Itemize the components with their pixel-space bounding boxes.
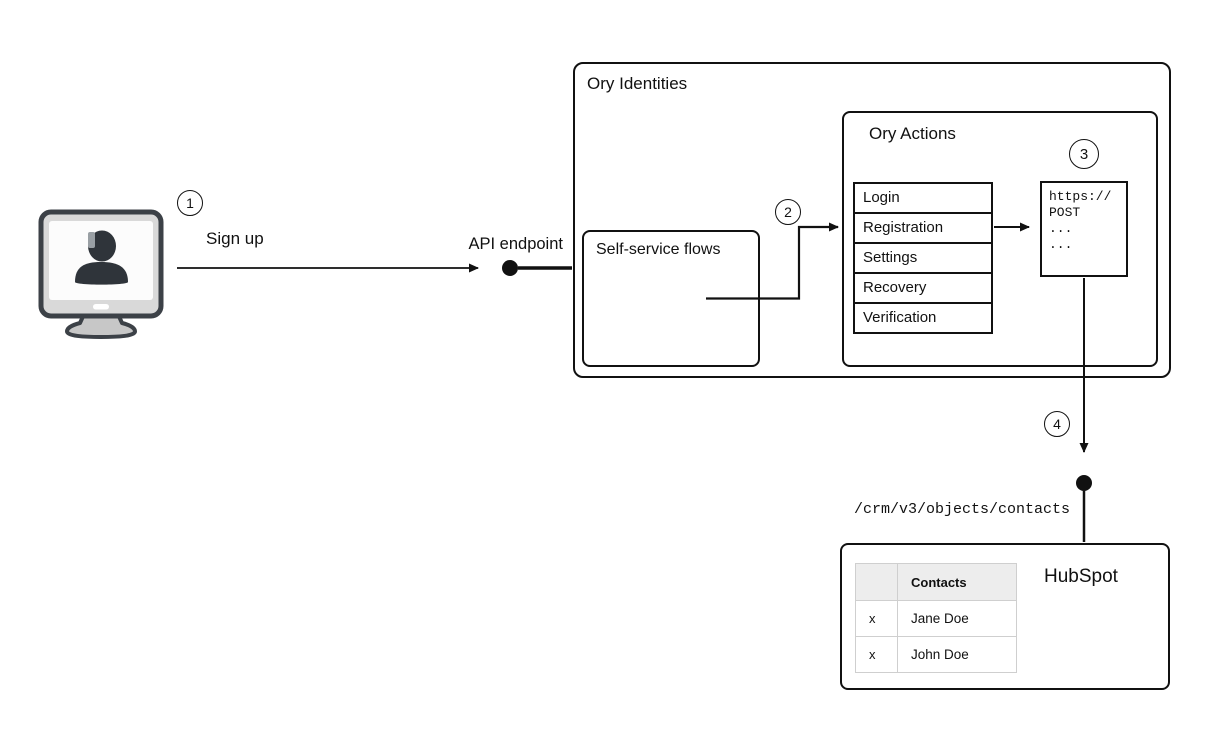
flow-row-settings: Settings: [855, 244, 991, 274]
flow-row-recovery: Recovery: [855, 274, 991, 304]
monitor-user-icon: [38, 209, 164, 339]
step-1-badge: 1: [177, 190, 203, 216]
ory-identities-title: Ory Identities: [587, 74, 688, 93]
contact-name: Jane Doe: [911, 611, 969, 626]
step-3-badge: 3: [1069, 139, 1099, 169]
api-endpoint-dot: [502, 260, 572, 276]
flow-row-login: Login: [855, 184, 991, 214]
self-service-flows-box: Self-service flows: [582, 230, 760, 367]
contacts-corner-cell: [856, 564, 898, 600]
step-4-badge: 4: [1044, 411, 1070, 437]
hubspot-endpoint-dot: [1076, 475, 1092, 542]
contact-row: x John Doe: [856, 637, 1016, 672]
api-endpoint-label: API endpoint: [468, 235, 564, 253]
flow-row-registration: Registration: [855, 214, 991, 244]
self-service-flows-title: Self-service flows: [596, 241, 721, 258]
webhook-request-box: https:// POST ... ...: [1040, 181, 1128, 277]
webhook-code-line: ...: [1049, 237, 1073, 252]
contacts-table: Contacts x Jane Doe x John Doe: [855, 563, 1017, 673]
contact-name: John Doe: [911, 647, 969, 662]
flows-list: Login Registration Settings Recovery Ver…: [853, 182, 993, 334]
contacts-header-cell: Contacts: [911, 574, 967, 590]
webhook-code-line: POST: [1049, 205, 1081, 220]
user-terminal-icon: [36, 206, 166, 345]
ory-actions-title: Ory Actions: [869, 124, 956, 143]
crm-path-label: /crm/v3/objects/contacts: [853, 501, 1070, 518]
webhook-code-line: ...: [1049, 221, 1073, 236]
flow-row-verification: Verification: [855, 304, 991, 332]
signup-label: Sign up: [206, 229, 264, 248]
webhook-code-line: https://: [1049, 189, 1112, 204]
contact-mark: x: [856, 601, 898, 636]
hubspot-title: HubSpot: [1044, 566, 1118, 587]
step-2-badge: 2: [775, 199, 801, 225]
contacts-header-row: Contacts: [856, 564, 1016, 601]
contact-row: x Jane Doe: [856, 601, 1016, 637]
contact-mark: x: [856, 637, 898, 672]
